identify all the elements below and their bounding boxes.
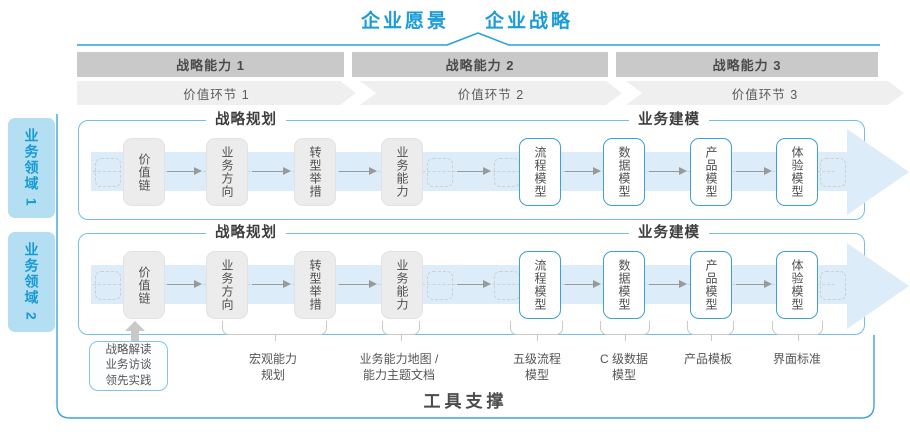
value-link-arrow-1: 价值环节 1 (77, 81, 356, 105)
flow-arrowhead (847, 129, 909, 215)
box-business-direction: 业务方向 (206, 138, 248, 206)
ghost-box (427, 158, 453, 187)
connector-arrow (457, 167, 491, 175)
top-title-row: 企业愿景 企业战略 (12, 6, 910, 33)
value-link-arrow-2: 价值环节 2 (360, 81, 622, 105)
flow-arrowhead (847, 243, 909, 329)
tool-support-label: 工具支撑 (423, 392, 508, 411)
connector-arrow (649, 280, 687, 288)
annotation-capability-map: 业务能力地图 / 能力主题文档 (359, 352, 439, 383)
practices-line: 业务访谈 (105, 359, 152, 372)
annotation-c-level-data-model: C 级数据 模型 (599, 352, 649, 383)
bracket (510, 321, 563, 341)
box-experience-model: 体验模型 (776, 138, 818, 206)
annotation-interface-standard: 界面标准 (772, 352, 822, 366)
swimlane-band-1: 战略规划 业务建模 价值链 业务方向 转型举措 业务能力 流程模型 数据模型 产… (78, 111, 909, 220)
capability-bar-2: 战略能力 2 (352, 52, 608, 77)
box-experience-model: 体验模型 (776, 251, 818, 319)
box-process-model: 流程模型 (519, 251, 561, 319)
box-transformation-initiatives: 转型举措 (294, 251, 336, 319)
connector-arrow (252, 167, 291, 175)
strategic-planning-header: 战略规划 (206, 224, 286, 243)
practices-line: 战略解读 (105, 344, 152, 357)
ghost-box (820, 271, 846, 300)
box-process-model: 流程模型 (519, 138, 561, 206)
sidebar-business-domain-2: 业务领域 2 (8, 232, 55, 332)
sidebar-business-domain-1: 业务领域 1 (8, 118, 55, 218)
box-product-model: 产品模型 (690, 251, 732, 319)
box-data-model: 数据模型 (603, 138, 645, 206)
capability-bar-1: 战略能力 1 (77, 52, 344, 77)
up-arrow-icon (125, 321, 145, 331)
box-product-model: 产品模型 (690, 138, 732, 206)
capability-bar-3: 战略能力 3 (616, 52, 878, 77)
ghost-box (95, 158, 121, 187)
business-modeling-header: 业务建模 (629, 111, 709, 130)
connector-arrow (339, 280, 377, 288)
strategic-planning-header: 战略规划 (206, 111, 286, 130)
box-business-direction: 业务方向 (206, 251, 248, 319)
ghost-box (820, 158, 846, 187)
annotation-five-level-process-model: 五级流程 模型 (512, 352, 562, 383)
box-transformation-initiatives: 转型举措 (294, 138, 336, 206)
connector-arrow (339, 167, 377, 175)
box-value-chain: 价值链 (123, 138, 165, 206)
swimlane-band-2: 战略规划 业务建模 价值链 业务方向 转型举措 业务能力 流程模型 数据模型 产… (78, 224, 909, 335)
enterprise-strategy-title: 企业战略 (485, 11, 574, 32)
connector-arrow (649, 167, 687, 175)
box-value-chain: 价值链 (123, 251, 165, 319)
annotation-macro-capability-planning: 宏观能力 规划 (248, 352, 298, 383)
ghost-box (494, 271, 520, 300)
bracket (382, 321, 420, 341)
annotation-product-template: 产品模板 (683, 352, 733, 366)
box-data-model: 数据模型 (603, 251, 645, 319)
connector-arrow (167, 280, 202, 288)
connector-arrow (736, 167, 772, 175)
bracket (687, 321, 734, 341)
up-arrow-icon (131, 331, 139, 342)
box-business-capability: 业务能力 (381, 138, 423, 206)
connector-arrow (565, 167, 601, 175)
connector-arrow (167, 167, 202, 175)
connector-arrow (457, 280, 491, 288)
top-connector-line (77, 32, 880, 46)
practices-line: 领先实践 (105, 374, 152, 387)
business-modeling-header: 业务建模 (629, 224, 709, 243)
connector-arrow (565, 280, 601, 288)
connector-arrow (736, 280, 772, 288)
ghost-box (427, 271, 453, 300)
box-business-capability: 业务能力 (381, 251, 423, 319)
bracket (222, 321, 327, 341)
bracket (772, 321, 823, 341)
connector-arrow (252, 280, 291, 288)
practices-box: 战略解读 业务访谈 领先实践 (89, 341, 168, 391)
ghost-box (494, 158, 520, 187)
ghost-box (95, 271, 121, 300)
value-link-arrow-3: 价值环节 3 (626, 81, 904, 105)
bracket (600, 321, 650, 341)
enterprise-vision-title: 企业愿景 (360, 11, 449, 32)
